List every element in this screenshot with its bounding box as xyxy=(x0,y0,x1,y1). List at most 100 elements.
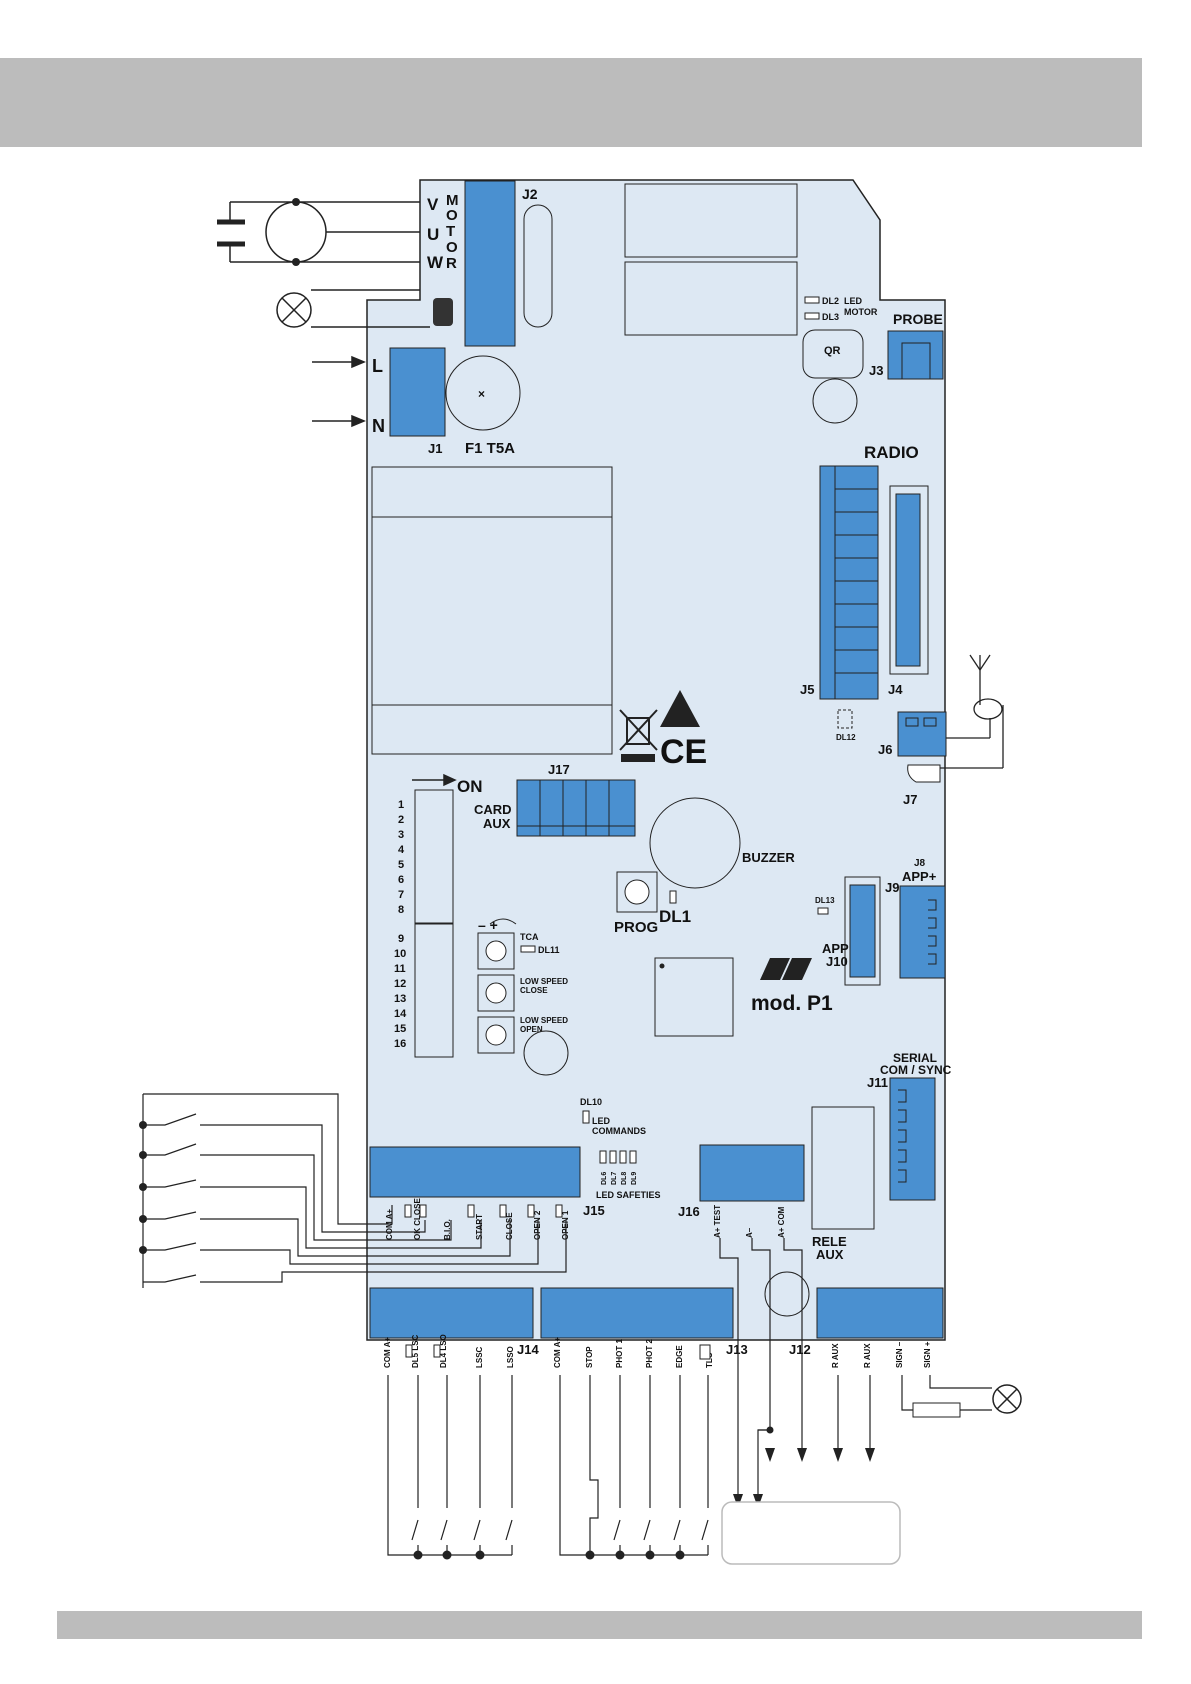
probe-label: PROBE xyxy=(893,311,943,327)
j14-terminal-labels: COM A+ DL5 LSC DL4 LSO LSSC LSSO xyxy=(383,1334,515,1368)
tca-trimmer-knob xyxy=(485,940,507,962)
header-band xyxy=(0,58,1142,147)
low-speed-close-label: CLOSE xyxy=(520,986,548,995)
j10-connector-inner xyxy=(849,884,876,978)
chip-pin-1-mark xyxy=(659,963,665,969)
card-aux-label: CARD xyxy=(474,802,512,817)
low-speed-close-label: LOW SPEED xyxy=(520,977,568,986)
j13-terminal-block xyxy=(540,1287,734,1339)
led-commands-label: COMMANDS xyxy=(592,1126,646,1136)
prog-button-cap xyxy=(624,879,650,905)
j8-label: J8 xyxy=(914,858,926,869)
j12-terminal-labels: R AUX R AUX SIGN – SIGN + xyxy=(831,1341,932,1368)
j13-terminal-labels: COM A+ STOP PHOT 1 PHOT 2 EDGE TLC xyxy=(553,1337,714,1368)
capacitor-icon xyxy=(217,219,245,247)
fuse-center-mark: × xyxy=(478,387,485,401)
power-l-label: L xyxy=(372,356,383,376)
dip-number: 12 xyxy=(394,978,406,990)
j16-terminal-test: A+ TEST xyxy=(713,1205,722,1238)
dl2-led xyxy=(804,296,820,304)
j8-pins xyxy=(928,899,937,965)
app-plus-label: APP+ xyxy=(902,869,937,884)
esd-warning-icon xyxy=(660,690,700,727)
power-n-label: N xyxy=(372,416,385,436)
j13-terminal-stop: STOP xyxy=(585,1346,594,1368)
model-label: mod. P1 xyxy=(751,992,833,1015)
j15-terminal-ok-close: OK CLOSE xyxy=(413,1198,422,1240)
limit-switch-nodes xyxy=(413,1550,485,1560)
tca-scale-arc xyxy=(489,918,517,925)
antenna-icon xyxy=(940,654,1004,769)
dl8-label: DL8 xyxy=(621,1172,628,1185)
command-wiring xyxy=(142,1093,567,1288)
j2-terminal xyxy=(464,180,516,347)
j3-label: J3 xyxy=(869,363,883,378)
dip-switch-9-16 xyxy=(414,923,454,1058)
on-label: ON xyxy=(457,777,483,796)
brand-logo xyxy=(760,958,812,980)
dip-number: 11 xyxy=(394,963,406,975)
motor-letter: M xyxy=(446,192,459,209)
led-motor-label: LED xyxy=(844,296,863,306)
j13-terminal-com: COM A+ xyxy=(553,1337,562,1368)
dl12-label: DL12 xyxy=(836,733,856,742)
dip-number: 4 xyxy=(398,844,405,856)
j5-connector xyxy=(819,465,879,700)
rele-aux-label: RELE xyxy=(812,1234,847,1249)
j15-terminal-start: START xyxy=(475,1214,484,1240)
component-round xyxy=(812,378,858,424)
motor-node-bottom xyxy=(292,258,300,266)
j12-terminal-raux1: R AUX xyxy=(831,1343,840,1368)
dl11-label: DL11 xyxy=(538,945,560,955)
footer-band xyxy=(57,1611,1142,1639)
led-motor-label: MOTOR xyxy=(844,307,878,317)
j6-label: J6 xyxy=(878,742,892,757)
capacitor-component xyxy=(433,298,453,326)
dip-number: 14 xyxy=(394,1008,407,1020)
probe-connector xyxy=(887,330,944,380)
j10-label: J10 xyxy=(826,954,848,969)
prog-label: PROG xyxy=(614,919,658,936)
dip-number: 10 xyxy=(394,948,406,960)
app-label: APP xyxy=(822,941,849,956)
dl3-label: DL3 xyxy=(822,312,839,322)
safety-led-labels: DL6 DL7 DL8 DL9 xyxy=(601,1172,638,1185)
relay-2 xyxy=(624,261,798,336)
safety-wiring xyxy=(559,1375,709,1556)
dl12-led xyxy=(837,709,853,729)
motor-letter: O xyxy=(446,239,458,256)
j14-label: J14 xyxy=(517,1342,539,1357)
signal-lamp-icon xyxy=(992,1384,1022,1414)
j7-connector xyxy=(907,764,941,783)
dip-number: 6 xyxy=(398,874,404,886)
motor-v-label: V xyxy=(427,195,439,214)
serial-label: COM / SYNC xyxy=(880,1063,952,1077)
serial-label: SERIAL xyxy=(893,1051,937,1065)
j8-connector xyxy=(899,885,946,979)
fuse-label: F1 T5A xyxy=(465,440,515,457)
j12-terminal-raux2: R AUX xyxy=(863,1343,872,1368)
weee-icon xyxy=(619,709,658,762)
j15-terminal-bio: B.I.O. xyxy=(443,1219,452,1240)
motor-letter: T xyxy=(446,223,455,240)
dl13-label: DL13 xyxy=(815,896,835,905)
motor-letter: R xyxy=(446,255,457,272)
dl10-label: DL10 xyxy=(580,1097,602,1107)
accessory-wiring xyxy=(719,1238,992,1500)
radio-label: RADIO xyxy=(864,443,919,462)
command-wiring-nodes xyxy=(139,1121,147,1254)
j14-terminal-lso: DL4 LSO xyxy=(439,1334,448,1368)
low-speed-close-knob xyxy=(485,982,507,1004)
dip-number: 7 xyxy=(398,889,404,901)
j13-terminal-edge: EDGE xyxy=(675,1345,684,1368)
dl6-label: DL6 xyxy=(601,1172,608,1185)
led-commands-label: LED xyxy=(592,1116,611,1126)
j15-leds xyxy=(404,1204,563,1218)
j14-terminal-lsso: LSSO xyxy=(506,1346,515,1368)
j16-terminal-labels: A+ TEST A– A+ COM xyxy=(713,1205,786,1238)
j4-label: J4 xyxy=(888,682,903,697)
dl3-led xyxy=(804,312,820,320)
tca-scale-label: – + xyxy=(478,917,498,933)
motor-node-top xyxy=(292,198,300,206)
dl10-led xyxy=(582,1110,590,1124)
